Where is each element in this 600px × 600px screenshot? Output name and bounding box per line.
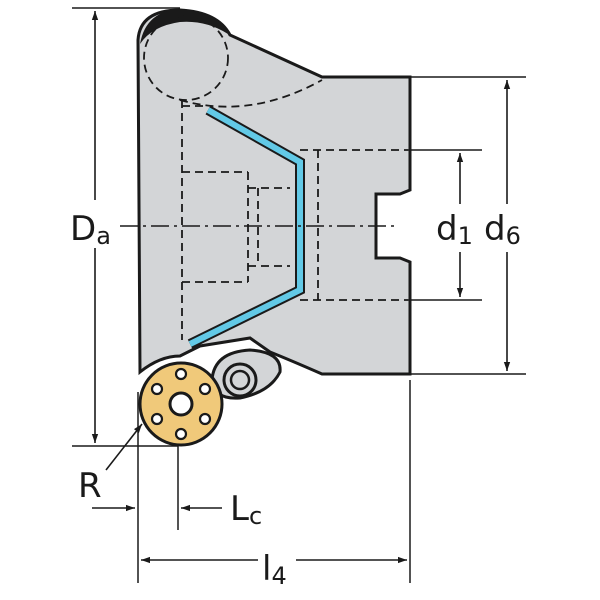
clamp [210, 348, 282, 400]
d6-label-backing [484, 204, 530, 252]
clamp-screw-inner [229, 369, 251, 391]
label-Lc: Lc [230, 489, 262, 530]
hidden-arc-top [179, 79, 323, 108]
d1-label-backing [436, 204, 480, 252]
label-d1: d1 [436, 209, 473, 250]
insert-center-hole [168, 391, 194, 417]
top-insert-edge [140, 9, 228, 44]
label-Da: Da [70, 209, 111, 250]
l4-label-backing [258, 545, 296, 589]
label-R: R [78, 466, 102, 506]
label-d6: d6 [484, 209, 521, 250]
Da-label-backing [70, 200, 120, 248]
insert-holes [150, 367, 212, 441]
round-insert [138, 361, 224, 447]
cutter-body [136, 8, 412, 376]
top-insert-hidden [143, 15, 229, 101]
hidden-lines [181, 100, 408, 340]
extension-lines [72, 7, 526, 583]
dim-R-leader [105, 423, 143, 471]
label-l4: l4 [262, 549, 287, 590]
body-outline [136, 8, 412, 376]
